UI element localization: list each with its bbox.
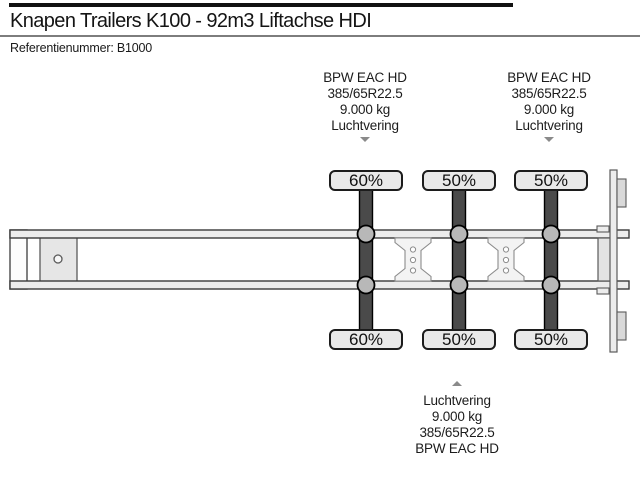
frame-rail-bottom [9,280,630,290]
axle-2-load-top: 50% [441,171,477,190]
header-divider [0,35,640,37]
spec-line-axle-load: 9.000 kg [431,409,483,424]
axle-1-hub-top [356,224,376,244]
spec-line-axle-load: 9.000 kg [523,102,575,117]
axle-1-tire-top: 60% [329,170,403,191]
spec-block-axle-3: BPW EAC HD 385/65R22.5 9.000 kg Luchtver… [474,70,624,142]
axle-2-tire-top: 50% [422,170,496,191]
cross-member-1 [394,237,432,282]
spec-line-suspension: Luchtvering [423,393,491,408]
axle-2-hub-bottom [449,275,469,295]
kingpin [53,254,63,264]
bolt-hole [502,267,510,274]
axle-1-load-top: 60% [348,171,384,190]
axle-3-tire-top: 50% [514,170,588,191]
bolt-hole [502,256,510,264]
rear-underride-plate [609,169,618,353]
spec-line-tire-size: 385/65R22.5 [419,425,495,440]
bolt-hole [409,246,417,253]
rear-assembly [596,169,627,353]
spec-line-suspension: Luchtvering [331,118,399,133]
axle-3-load-bottom: 50% [533,330,569,349]
axle-1-beam [358,184,374,336]
bolt-hole [502,246,510,253]
arrow-up-icon [452,381,462,386]
axle-1-load-bottom: 60% [348,330,384,349]
axle-3-beam [543,184,559,336]
spec-line-brand: BPW EAC HD [507,70,591,85]
front-end-cap [9,229,28,290]
cross-member-2 [487,237,525,282]
frame-rail-top [9,229,630,239]
rear-lamp-bottom [616,311,627,341]
rear-lamp-top [616,178,627,208]
spec-line-brand: BPW EAC HD [415,441,499,456]
spec-line-tire-size: 385/65R22.5 [511,86,587,101]
axle-2-beam [451,184,467,336]
bolt-hole [409,267,417,274]
page-title: Knapen Trailers K100 - 92m3 Liftachse HD… [10,10,372,32]
bolt-hole [409,256,417,264]
spec-line-brand: BPW EAC HD [323,70,407,85]
header-accent-bar [9,3,513,7]
axle-2-load-bottom: 50% [441,330,477,349]
spec-block-axle-2: Luchtvering 9.000 kg 385/65R22.5 BPW EAC… [382,381,532,457]
axle-2-hub-top [449,224,469,244]
axle-3-hub-top [541,224,561,244]
axle-3-load-top: 50% [533,171,569,190]
axle-3-hub-bottom [541,275,561,295]
spec-block-axle-1: BPW EAC HD 385/65R22.5 9.000 kg Luchtver… [290,70,440,142]
axle-3-tire-bottom: 50% [514,329,588,350]
arrow-down-icon [360,137,370,142]
rear-bracket-bottom [596,287,610,295]
arrow-down-icon [544,137,554,142]
rear-bracket-top [596,225,610,233]
spec-line-axle-load: 9.000 kg [339,102,391,117]
reference-number: Referentienummer: B1000 [10,41,153,55]
axle-1-tire-bottom: 60% [329,329,403,350]
spec-line-suspension: Luchtvering [515,118,583,133]
spec-line-tire-size: 385/65R22.5 [327,86,403,101]
axle-1-hub-bottom [356,275,376,295]
axle-2-tire-bottom: 50% [422,329,496,350]
